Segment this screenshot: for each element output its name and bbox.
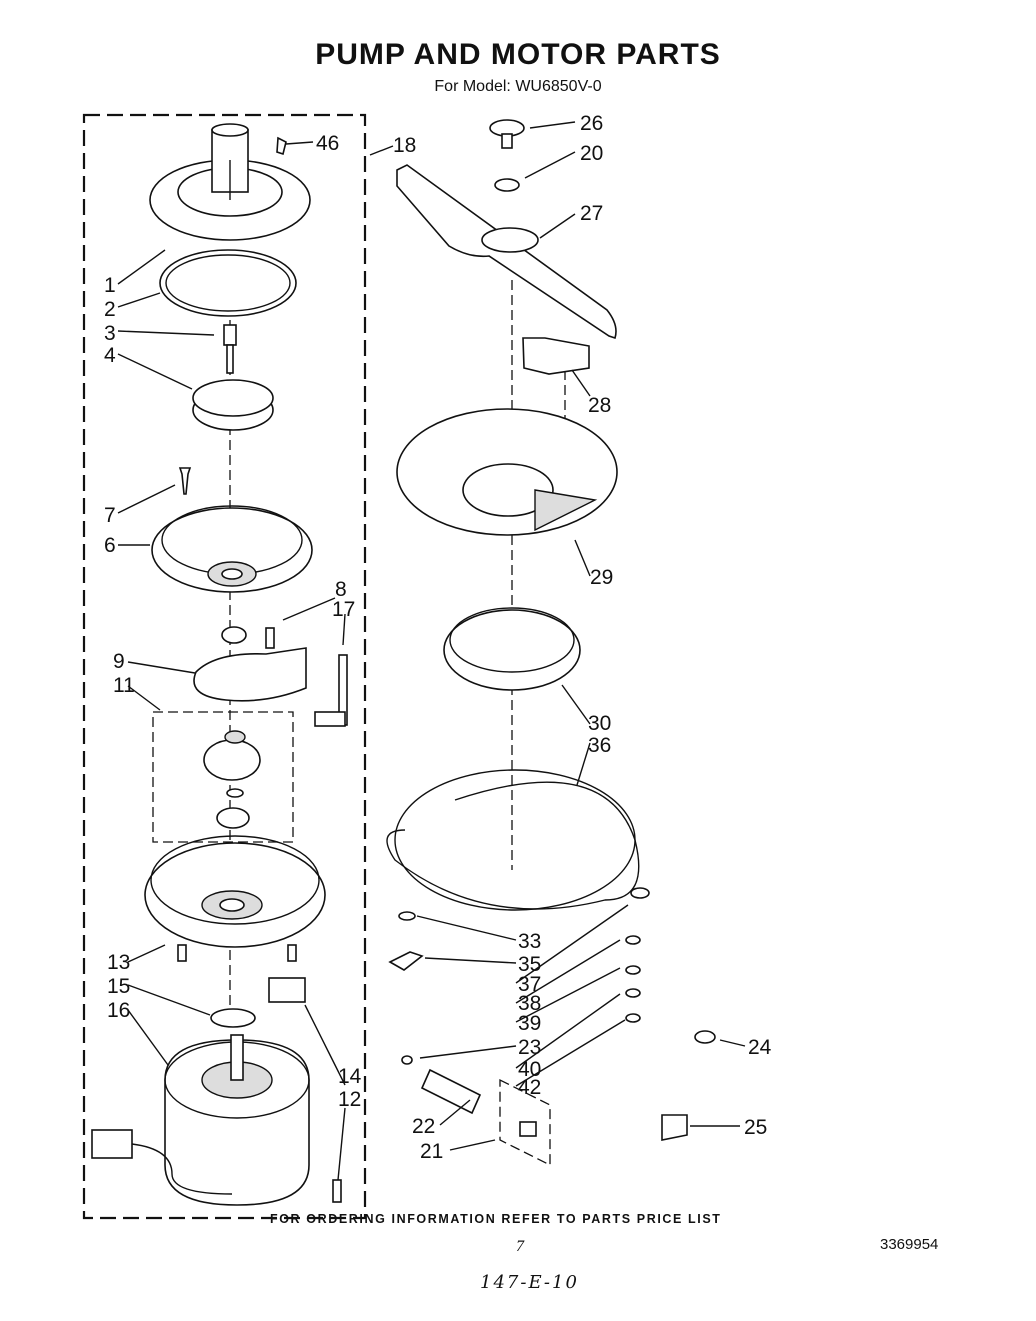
callout-40: 40 [518,1058,541,1081]
ordering-info-footer: FOR ORDERING INFORMATION REFER TO PARTS … [270,1212,722,1226]
callout-12: 12 [338,1088,361,1111]
callout-14: 14 [338,1065,362,1088]
impeller-bolt-part [223,324,237,374]
handwritten-note: 147-E-10 [480,1272,579,1293]
bracket-35-part [388,951,424,971]
callout-4: 4 [104,344,116,367]
screw-12-part [332,1179,342,1203]
callout-7: 7 [104,504,116,527]
callout-30: 30 [588,712,611,735]
clip-part [276,136,287,156]
callout-35: 35 [518,953,541,976]
seal-assembly-part [203,730,261,829]
page-number: 7 [516,1238,524,1255]
callout-16: 16 [107,999,130,1022]
motor-mount-part [144,835,326,962]
callout-29: 29 [590,566,613,589]
document-number: 3369954 [880,1236,939,1253]
fastener-stack-part [625,887,650,1023]
heating-element-part [386,781,640,910]
pump-housing-part [149,123,311,241]
nut-24-part [694,1030,716,1044]
callout-42: 42 [518,1076,541,1099]
washer-20-part [494,178,520,192]
callout-33: 33 [518,930,541,953]
callout-17: 17 [332,598,355,621]
washer-33-part [398,911,416,921]
motor-part [91,1034,310,1206]
page-title: PUMP AND MOTOR PARTS [315,38,721,71]
thrust-washer-part [210,1008,256,1028]
callout-28: 28 [588,394,611,417]
impeller-part [192,379,274,431]
clip-21-part [519,1121,537,1137]
callout-11: 11 [113,674,135,697]
thermostat-part [401,1055,482,1115]
callout-39: 39 [518,1012,541,1035]
callout-26: 26 [580,112,603,135]
spray-arm-cap-part [489,119,525,149]
callout-8: 8 [335,578,347,601]
callout-18: 18 [393,134,416,157]
gasket-ring-part [443,607,581,691]
callout-13: 13 [107,951,130,974]
bracket-25-part [661,1114,688,1141]
callout-22: 22 [412,1115,435,1138]
callout-3: 3 [104,322,116,345]
filter-screen-part [396,408,618,536]
callout-9: 9 [113,650,125,673]
callout-1: 1 [104,274,116,297]
model-subtitle: For Model: WU6850V-0 [434,78,602,95]
washer-part [221,626,247,644]
callout-38: 38 [518,992,541,1015]
deflector-part [522,337,590,375]
mounting-plate-part [193,647,307,702]
callout-23: 23 [518,1036,541,1059]
callout-37: 37 [518,973,541,996]
callout-25: 25 [744,1116,767,1139]
callout-46: 46 [316,132,339,155]
heater-rod-part [314,654,348,727]
callout-27: 27 [580,202,603,225]
callout-20: 20 [580,142,603,165]
callout-24: 24 [748,1036,772,1059]
capacitor-part [268,977,306,1003]
callout-36: 36 [588,734,611,757]
callout-21: 21 [420,1140,443,1163]
screw-part [178,467,192,495]
seal-ring-part [159,249,297,317]
pump-body-part [151,505,313,593]
callout-6: 6 [104,534,116,557]
callout-2: 2 [104,298,116,321]
pump-motor-assembly-box [82,113,367,1220]
callout-15: 15 [107,975,130,998]
screw-8-part [265,627,275,649]
